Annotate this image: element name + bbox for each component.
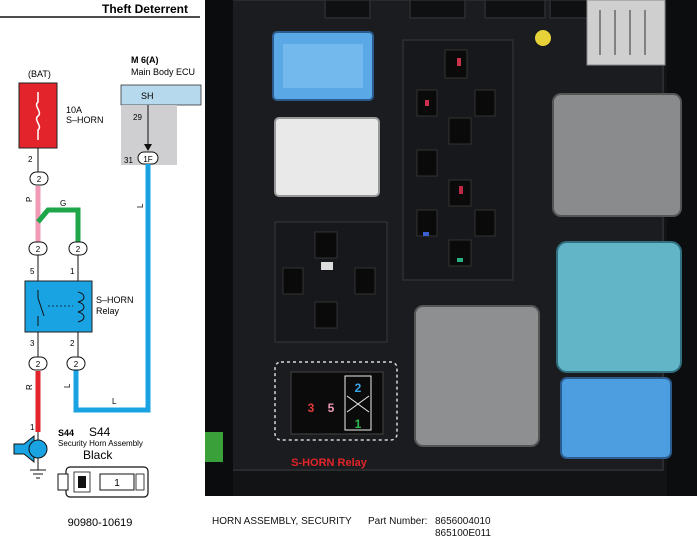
wire-label-r: R <box>25 384 34 390</box>
footer-part-number-label: Part Number: <box>368 516 428 527</box>
wiring-diagram: Theft Deterrent (BAT) 10A S–HORN M 6(A) … <box>0 2 202 529</box>
ground-icon <box>30 469 46 479</box>
connector-pin-label: 1 <box>114 478 120 489</box>
ecu-conn-1f: 1F <box>143 155 152 164</box>
relay-coil-icon <box>77 291 85 323</box>
s-horn-pin-3: 3 <box>308 401 315 415</box>
ecu-connector: M 6(A) <box>131 55 159 65</box>
top-connectors <box>324 0 606 19</box>
s-horn-socket-outline <box>274 361 398 441</box>
s-horn-socket <box>290 371 384 435</box>
part-code: 90980-10619 <box>68 517 133 529</box>
ecu-arrow-icon <box>144 144 152 151</box>
wire-label-l-right: L <box>136 203 145 208</box>
connector-2-d-label: 2 <box>36 360 41 369</box>
fuse-amp: 10A <box>66 105 82 115</box>
s-horn-pin-5: 5 <box>328 401 335 415</box>
connector-2-e-label: 2 <box>74 360 79 369</box>
connector-2-b-label: 2 <box>36 245 41 254</box>
ecu-terminal-box <box>120 84 202 106</box>
relay-name: S–HORN <box>96 295 134 305</box>
white-relay <box>274 117 380 197</box>
pin-2-top: 2 <box>28 155 33 164</box>
connector-2-d <box>28 356 48 371</box>
wire-label-p: P <box>25 197 34 202</box>
s-horn-relay-label: S-HORN Relay <box>291 457 368 469</box>
horn-conn-code: S44 <box>58 428 74 438</box>
horn-color: Black <box>83 448 113 462</box>
left-terminals <box>282 231 376 329</box>
horn-pin-1: 1 <box>30 423 35 432</box>
fuse-box-photo: 2 3 5 1 S-HORN Relay <box>205 0 697 496</box>
footer-item: HORN ASSEMBLY, SECURITY <box>212 516 352 527</box>
connector-2-a <box>29 171 49 186</box>
blue-relay-bottom <box>560 377 672 459</box>
footer-part-number-2: 865100E011 <box>435 528 491 539</box>
white-connector-pins <box>599 10 646 55</box>
wire-blue <box>73 164 151 413</box>
pin-5: 5 <box>30 267 35 276</box>
ecu-name: Main Body ECU <box>131 67 195 77</box>
pin-1: 1 <box>70 267 75 276</box>
teal-relay <box>556 241 682 373</box>
green-clip <box>205 432 223 462</box>
terminal-highlight <box>321 262 333 270</box>
housing-left-edge <box>205 0 233 496</box>
horn-name: Security Horn Assembly <box>58 439 143 448</box>
s-horn-x-2 <box>346 395 370 413</box>
fuse-icon <box>35 92 41 140</box>
gray-relay-top-right <box>552 93 682 217</box>
wire-label-g: G <box>60 199 66 208</box>
ecu-pin-29: 29 <box>133 113 142 122</box>
ecu-pin-31: 31 <box>124 156 133 165</box>
horn-icon <box>13 434 35 464</box>
blue-relay-top-face <box>283 44 363 88</box>
connector-2-e <box>66 356 86 371</box>
wire-label-l-left: L <box>63 383 72 388</box>
pin-3: 3 <box>30 339 35 348</box>
footer-part-number-1: 8656004010 <box>435 516 491 527</box>
relay-word: Relay <box>96 306 120 316</box>
s-horn-pin-1: 1 <box>355 417 362 431</box>
yellow-marker <box>535 30 551 46</box>
ecu-terminal: SH <box>141 91 154 101</box>
gray-relay-bottom <box>414 305 540 447</box>
horn-code-large: S44 <box>89 425 111 439</box>
bat-label: (BAT) <box>28 69 51 79</box>
connector-face-icon <box>57 466 149 498</box>
s-horn-pin-box <box>344 375 372 431</box>
relay-switch-arm <box>37 297 45 317</box>
section-title: Theft Deterrent <box>102 2 188 16</box>
white-connector <box>586 0 666 66</box>
terminal-color-marks <box>423 58 463 262</box>
horn-speaker-icon <box>28 439 48 459</box>
relay-box <box>24 280 93 333</box>
s-horn-pin-2: 2 <box>355 381 362 395</box>
pin-2-relay: 2 <box>70 339 75 348</box>
connector-2-c-label: 2 <box>76 245 81 254</box>
fuse-name: S–HORN <box>66 115 104 125</box>
connector-2-a-label: 2 <box>37 175 42 184</box>
wire-label-l-bottom: L <box>112 397 117 406</box>
wire-green <box>36 207 81 242</box>
